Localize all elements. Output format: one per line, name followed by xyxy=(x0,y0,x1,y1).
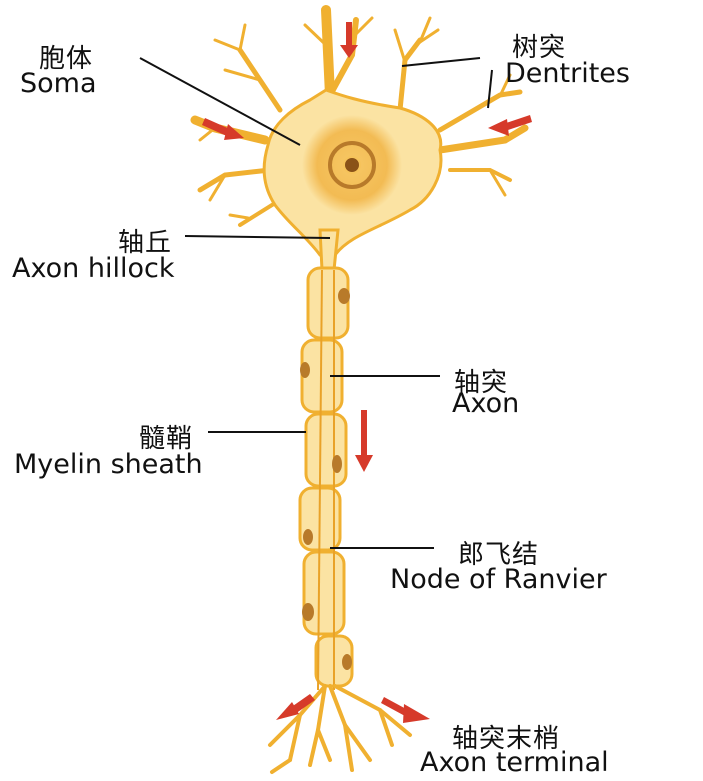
axon-terminal-branches xyxy=(270,686,410,772)
axon xyxy=(300,268,352,686)
myelin-segment xyxy=(304,552,344,634)
axon-terminal-label-en: Axon terminal xyxy=(420,747,609,778)
soma-label-en: Soma xyxy=(20,68,97,99)
axon-hillock-label-en: Axon hillock xyxy=(12,253,174,284)
myelin-segment xyxy=(306,414,346,486)
axon-hillock xyxy=(320,230,338,270)
myelin-sheath-label-en: Myelin sheath xyxy=(14,449,203,480)
arrow-down-icon xyxy=(355,410,373,472)
nucleolus xyxy=(344,157,360,173)
dendrites-label-en: Dentrites xyxy=(505,58,630,89)
node-of-ranvier-label-en: Node of Ranvier xyxy=(390,564,607,595)
axon-label-en: Axon xyxy=(452,388,519,419)
